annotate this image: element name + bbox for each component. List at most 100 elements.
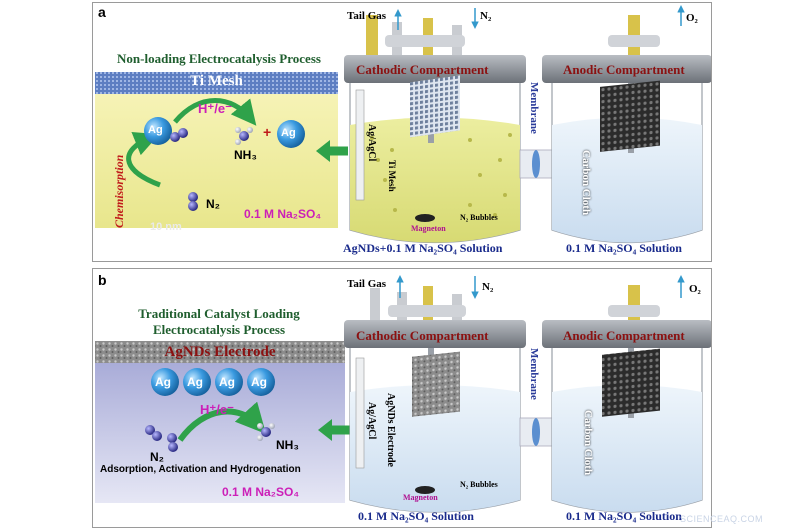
ag-atom-a <box>144 117 172 145</box>
ag-label-b: Ag <box>219 375 235 389</box>
arrow-head <box>316 140 330 162</box>
suspended-particles <box>370 133 512 217</box>
panel-b-schematic <box>95 341 350 503</box>
panel-b-process-title-line2: Electrocatalysis Process <box>152 322 285 337</box>
panel-b-process-title-line1: Traditional Catalyst Loading <box>138 306 300 321</box>
cathodic-lid <box>344 55 526 83</box>
reference-label-a: Ag/AgCl <box>366 124 377 162</box>
ag-atom-product <box>277 120 305 148</box>
o2-outlet-label-b: O₂ <box>689 283 701 295</box>
ti-mesh-electrode <box>410 75 460 138</box>
anodic-liquid <box>552 385 702 512</box>
reference-electrode <box>355 89 365 201</box>
anodic-compartment-label-b: Anodic Compartment <box>563 328 685 343</box>
cathodic-compartment-label-b: Cathodic Compartment <box>356 328 489 343</box>
h-e-label-a: H⁺/e⁻ <box>198 101 232 116</box>
ti-mesh-strip <box>95 72 338 94</box>
panel-b-label: b <box>98 272 107 288</box>
panel-a-schematic <box>95 72 348 228</box>
ag-label: Ag <box>148 124 163 136</box>
cathodic-compartment-label-a: Cathodic Compartment <box>356 62 489 77</box>
nitrogen-atom <box>170 132 180 142</box>
tail-gas-tube <box>366 15 378 55</box>
tail-gas-tube <box>370 288 380 320</box>
electrode-connector <box>423 286 433 320</box>
agnds-electrode-label: AgNDs Electrode <box>164 344 276 360</box>
anode-solution-label-b: 0.1 M Na₂SO₄ Solution <box>566 509 682 523</box>
ag-atom-b <box>151 368 179 396</box>
n2-label-b: N₂ <box>150 450 164 464</box>
cathodic-lid <box>344 320 526 348</box>
anodic-lid <box>542 320 712 348</box>
tail-gas-label-b: Tail Gas <box>347 278 387 290</box>
cap <box>385 35 465 47</box>
tail-gas-label-a: Tail Gas <box>347 10 387 22</box>
hydrogen-atom <box>235 127 241 133</box>
ti-mesh-label: Ti Mesh <box>190 73 243 89</box>
cap <box>608 35 660 47</box>
panel-a <box>92 2 712 262</box>
hydrogenation-arrow-b <box>177 401 267 442</box>
magneton <box>415 486 435 494</box>
cap <box>608 305 660 317</box>
nitrogen-atom <box>152 431 162 441</box>
nitrogen-atom <box>167 433 177 443</box>
agnds-electrode <box>412 351 460 417</box>
hydrogen-atom <box>269 423 275 429</box>
hydrogen-atom <box>247 127 253 133</box>
anodic-liquid <box>552 117 702 243</box>
scale-label: 10 nm <box>150 221 182 233</box>
bubbles-label-a: N₂ Bubbles <box>460 213 498 222</box>
reference-label-b: Ag/AgCl <box>366 402 377 440</box>
ti-mesh-electrode-label: Ti Mesh <box>387 160 397 192</box>
magneton-label-b: Magneton <box>403 493 438 502</box>
ag-label-b: Ag <box>251 375 267 389</box>
hydrogen-atom <box>235 139 241 145</box>
watermark: SCIENCEAQ.COM <box>680 514 764 524</box>
agnds-electrode-vertical-label: AgNDs Electrode <box>385 393 396 467</box>
cap <box>388 305 466 317</box>
electrolyte-label-b: 0.1 M Na₂SO₄ <box>222 485 300 499</box>
nitrogen-atom <box>168 442 178 452</box>
nitrogen-atom <box>178 128 188 138</box>
anodic-compartment-label-a: Anodic Compartment <box>563 62 685 77</box>
n2-label-a: N₂ <box>206 197 220 211</box>
hydrogenation-arrow-a <box>173 98 257 126</box>
chemisorption-label: Chemisorption <box>112 154 126 228</box>
carbon-cloth <box>600 80 660 152</box>
magneton <box>415 214 435 222</box>
carbon-cloth-label-b: Carbon Cloth <box>582 410 594 476</box>
panel-b-cells <box>344 275 712 513</box>
panel-a-cells <box>344 5 712 244</box>
membrane-label-b: Membrane <box>528 348 540 400</box>
hydrogen-atom <box>257 423 263 429</box>
ag-product-label: Ag <box>281 127 296 139</box>
cathode-solution-label-a: AgNDs+0.1 M Na₂SO₄ Solution <box>343 241 503 255</box>
process-caption-b: Adsorption, Activation and Hydrogenation <box>100 464 301 475</box>
anodic-lid <box>542 55 712 83</box>
ag-atom-b <box>215 368 243 396</box>
nitrogen-atom <box>188 192 198 202</box>
arrow-head <box>318 419 332 441</box>
bubbles-label-b: N₂ Bubbles <box>460 480 498 489</box>
o2-outlet-label-a: O₂ <box>686 12 698 24</box>
chemisorption-arrow <box>126 131 161 188</box>
carbon-cloth-label-a: Carbon Cloth <box>580 150 592 216</box>
panel-a-label: a <box>98 4 106 20</box>
n2-inlet-label-a: N₂ <box>480 10 492 22</box>
agnds-electrode-strip <box>95 341 345 363</box>
hydrogen-atom <box>257 435 263 441</box>
magneton-label-a: Magneton <box>411 224 446 233</box>
nitrogen-atom <box>188 201 198 211</box>
nitrogen-atom <box>145 425 155 435</box>
cathodic-liquid-b <box>350 385 520 512</box>
membrane <box>532 150 540 178</box>
n2-inlet-label-b: N₂ <box>482 281 494 293</box>
ag-label-b: Ag <box>187 375 203 389</box>
ag-atom-b <box>183 368 211 396</box>
panel-b <box>92 268 712 528</box>
nh3-label-b: NH₃ <box>276 438 299 452</box>
nitrogen-atom <box>239 131 249 141</box>
